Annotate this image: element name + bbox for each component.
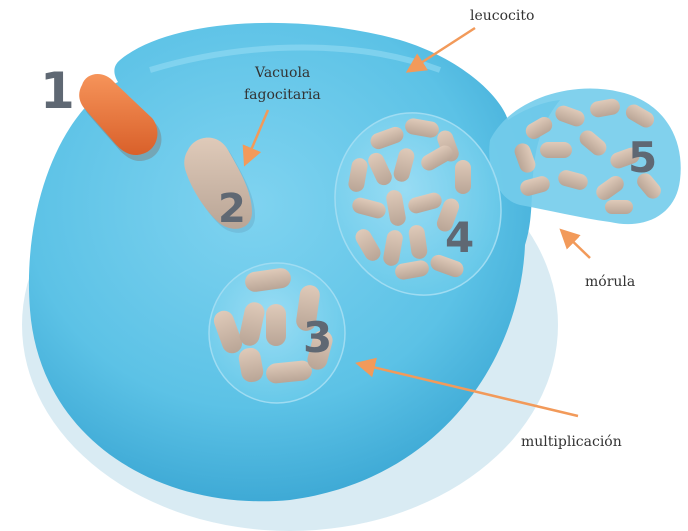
arrow-morula xyxy=(563,232,590,258)
number-2: 2 xyxy=(218,186,246,232)
label-leucocito: leucocito xyxy=(470,8,534,24)
label-vacuola-line2: fagocitaria xyxy=(244,87,321,103)
label-multiplicacion: multiplicación xyxy=(521,434,622,450)
number-4: 4 xyxy=(445,213,474,262)
number-1: 1 xyxy=(40,62,75,120)
number-3: 3 xyxy=(303,313,332,362)
label-morula: mórula xyxy=(585,274,635,290)
number-5: 5 xyxy=(628,133,657,182)
label-vacuola-line1: Vacuola xyxy=(254,65,310,81)
